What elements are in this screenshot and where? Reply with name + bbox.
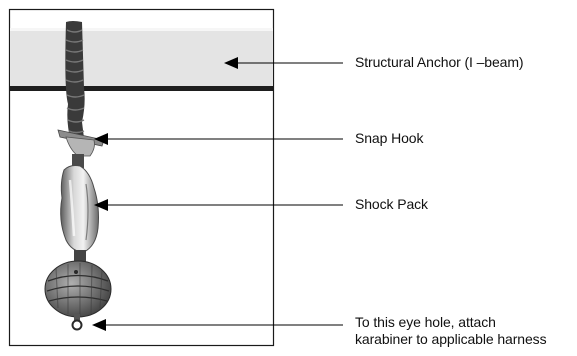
callout-anchor — [224, 57, 343, 69]
callout-eye-hole — [92, 319, 343, 331]
connector-strap — [72, 154, 84, 168]
shock-pack — [60, 165, 99, 253]
snap-hook — [57, 129, 105, 157]
arrowhead — [94, 199, 108, 211]
eye-hole-label-line1: To this eye hole, attach — [355, 314, 496, 330]
eye-hole — [71, 314, 83, 331]
eye-hole-label-line2: karabiner to applicable harness — [355, 331, 547, 347]
arrowhead — [94, 133, 108, 145]
webbing-strap — [65, 21, 85, 138]
snap-hook-label: Snap Hook — [355, 130, 424, 146]
callout-shock-pack — [94, 199, 343, 211]
eye-hole-label: To this eye hole, attach karabiner to ap… — [355, 314, 547, 348]
arrowhead — [224, 57, 238, 69]
callout-snap-hook — [94, 133, 343, 145]
i-beam — [10, 28, 273, 91]
arrowhead — [92, 319, 106, 331]
anchor-label: Structural Anchor (I –beam) — [355, 54, 524, 70]
housing — [44, 260, 112, 318]
housing-strap — [74, 250, 86, 264]
shock-pack-label: Shock Pack — [355, 196, 428, 212]
